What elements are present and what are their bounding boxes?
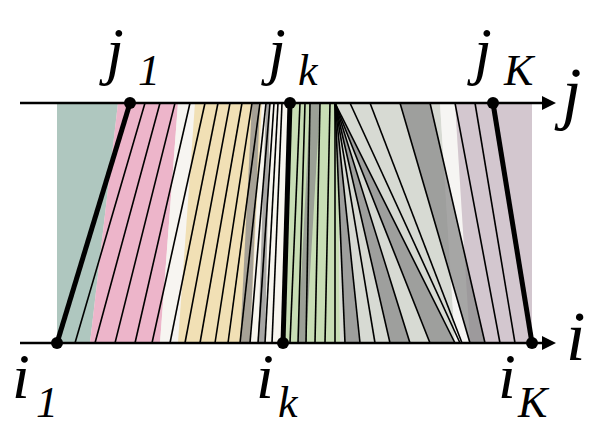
axis-letter: j [474, 19, 492, 83]
subscript: K [518, 381, 547, 425]
sample-points [51, 97, 538, 349]
axis-letter: j [106, 19, 124, 83]
subscript: k [298, 49, 318, 93]
axis-letter: i [256, 345, 274, 409]
axis-letter: i [12, 345, 30, 409]
subscript: 1 [138, 49, 160, 93]
gray-patches [240, 103, 485, 343]
subscript: 1 [36, 381, 58, 425]
key-correspondence-lines [57, 103, 532, 343]
thin-correspondence-lines [75, 103, 515, 343]
axes [20, 96, 556, 350]
subscript: K [504, 49, 533, 93]
book-photo [57, 103, 532, 343]
axis-letter: j [268, 19, 286, 83]
subscript: k [278, 381, 298, 425]
axis-name: i [566, 302, 585, 372]
axis-name: j [562, 58, 581, 128]
axis-letter: i [498, 345, 516, 409]
